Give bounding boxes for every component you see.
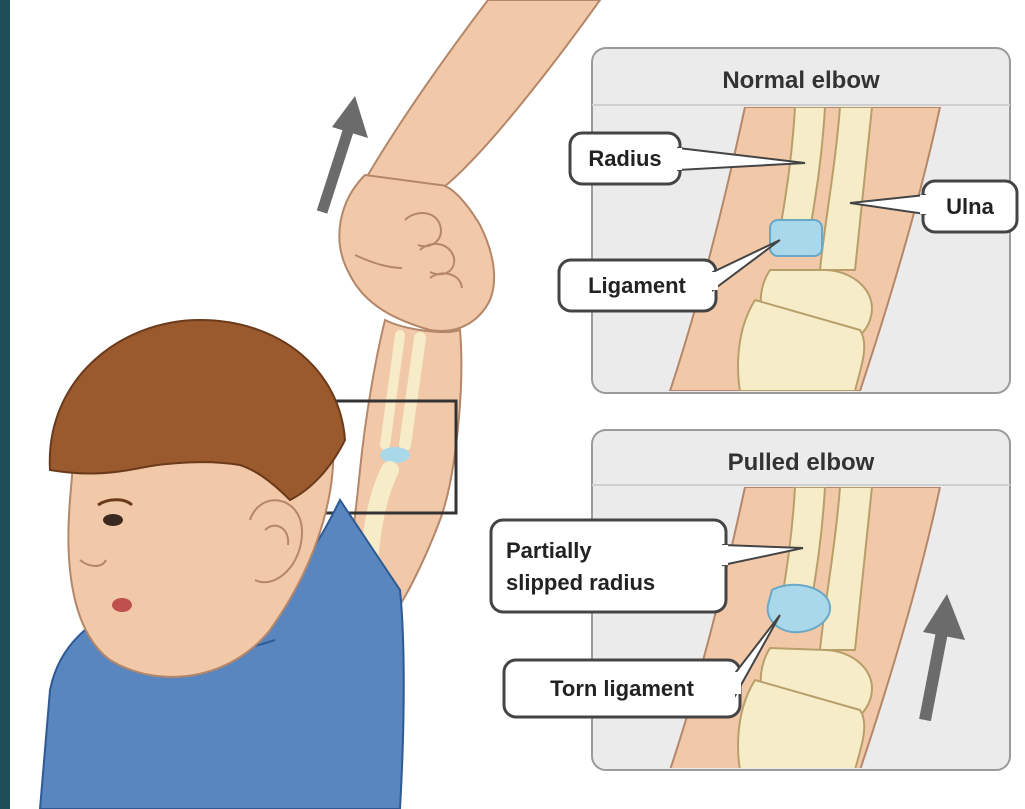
adult-arm [365, 0, 600, 190]
normal-elbow-panel: Normal elbow Radius Ulna [559, 48, 1017, 393]
radius-label-text: Radius [588, 146, 661, 171]
illustration-canvas: Normal elbow Radius Ulna [10, 0, 1025, 809]
torn-ligament-label-text: Torn ligament [550, 676, 694, 701]
pulled-elbow-illustration: Normal elbow Radius Ulna [10, 0, 1025, 809]
normal-elbow-title: Normal elbow [722, 67, 880, 94]
slipped-radius-label-line1: Partially [506, 538, 592, 563]
pulled-elbow-panel: Pulled elbow Partially slipped radius [491, 430, 1010, 770]
ulna-label-text: Ulna [946, 194, 994, 219]
ligament-label-text: Ligament [588, 273, 686, 298]
slipped-radius-label-line2: slipped radius [506, 570, 655, 595]
adult-hand [339, 175, 494, 331]
pulled-elbow-title: Pulled elbow [728, 449, 875, 476]
